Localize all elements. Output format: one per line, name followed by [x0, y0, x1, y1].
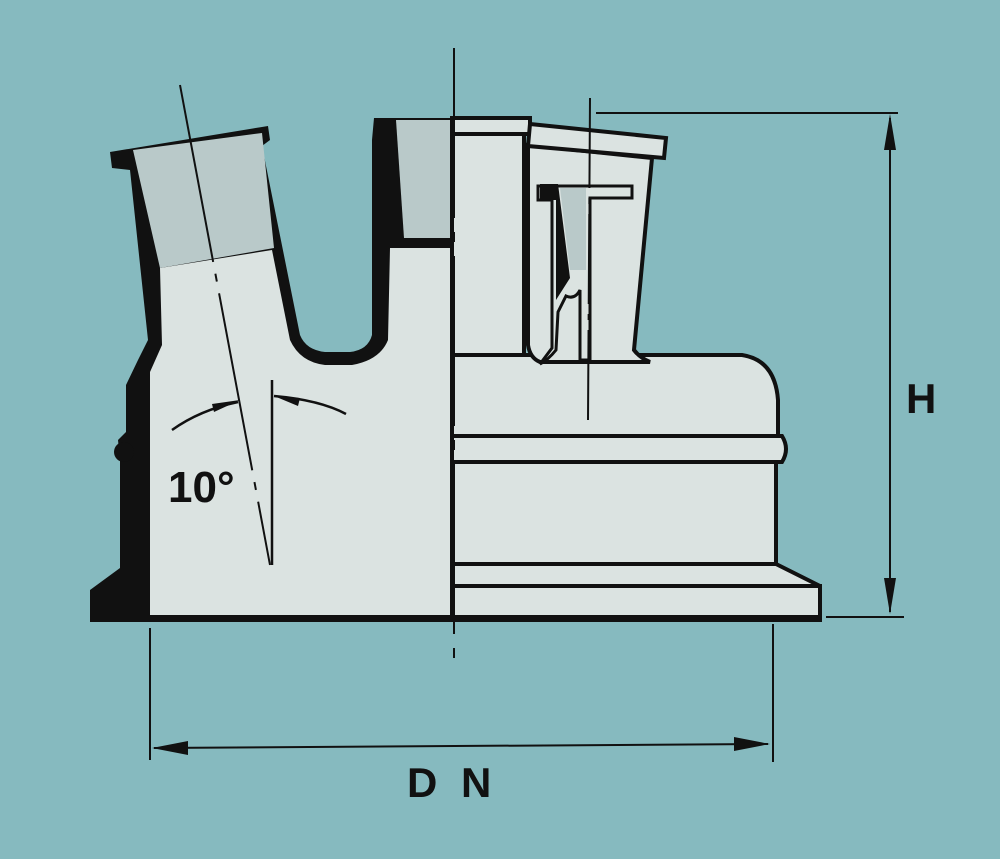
center-neck-rim — [450, 116, 532, 136]
dome-body — [450, 353, 780, 438]
angle-arrow-left-icon — [212, 400, 240, 412]
left-section — [90, 118, 452, 622]
left-inner-glass — [150, 248, 452, 615]
angle-dimension — [171, 380, 347, 565]
stopcock-key-dark — [540, 184, 570, 300]
diameter-label: D N — [407, 759, 498, 806]
dn-arrow-left-icon — [152, 741, 188, 755]
center-neck-joint — [396, 120, 452, 238]
lower-body — [450, 460, 778, 566]
diameter-dimension — [149, 624, 774, 762]
flange-chamfer — [450, 562, 821, 588]
stopcock-key — [536, 184, 634, 366]
right-exterior — [450, 116, 822, 619]
height-dimension — [596, 112, 904, 618]
stopcock-key-joint — [560, 188, 586, 270]
rim-bead — [450, 434, 788, 464]
stopcock-axis — [587, 97, 591, 421]
flange-base — [450, 584, 822, 619]
height-arrow-down-icon — [884, 578, 896, 614]
center-neck-body — [450, 132, 526, 362]
stopcock-cap — [525, 121, 669, 161]
wall-knob — [114, 442, 134, 462]
dn-dim-line — [153, 743, 769, 749]
angled-neck-joint — [133, 133, 274, 268]
height-arrow-up-icon — [884, 114, 896, 150]
angle-arrow-right-icon — [274, 396, 300, 406]
dn-arrow-right-icon — [734, 737, 770, 751]
angled-neck-axis — [179, 84, 271, 566]
height-label: H — [906, 375, 937, 422]
centerlines — [179, 48, 591, 668]
angle-label: 10° — [168, 463, 235, 512]
